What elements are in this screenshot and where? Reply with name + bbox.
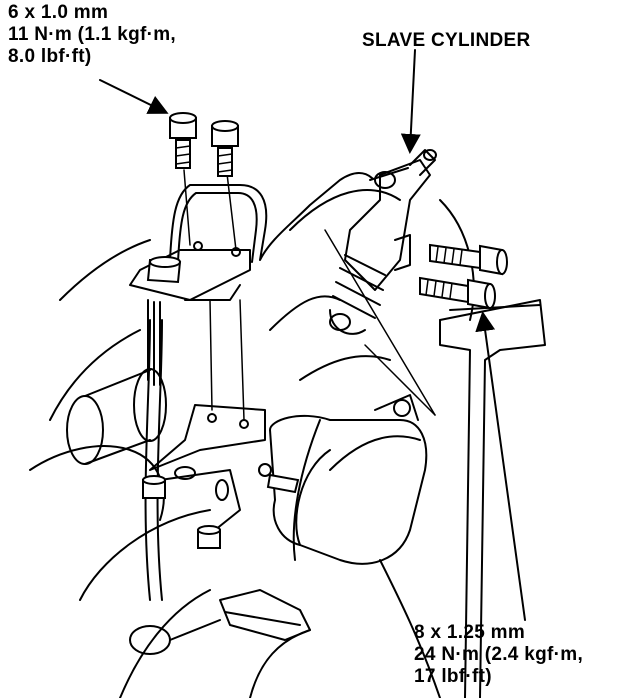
lower-component: [129, 589, 311, 655]
bolt-guide-lines: [183, 164, 245, 421]
drum-housing: [66, 368, 167, 465]
top-bolt-size: 6 x 1.0 mm: [8, 2, 109, 23]
side-bolt-torque-lbf: 17 lbf·ft): [414, 666, 492, 687]
transmission-housing: [29, 189, 475, 698]
top-bolt-spec-label: 6 x 1.0 mm 11 N·m (1.1 kgf·m, 8.0 lbf·ft…: [8, 2, 176, 68]
clutch-hose: [144, 299, 163, 601]
release-fork-housing: [269, 394, 428, 565]
bracket-bolt-bottom: [197, 525, 221, 549]
lower-bracket: [149, 404, 266, 531]
top-bolt-right: [211, 120, 239, 177]
top-bolt-left: [169, 112, 197, 169]
side-bolt-spec-label: 8 x 1.25 mm 24 N·m (2.4 kgf·m, 17 lbf·ft…: [414, 622, 583, 688]
top-bolt-torque-nm: 11 N·m (1.1 kgf·m,: [8, 24, 177, 45]
slave-cylinder: [329, 149, 437, 335]
right-mount: [439, 299, 546, 698]
hose-clip: [258, 463, 300, 494]
top-bolt-torque-lbf: 8.0 lbf·ft): [8, 46, 92, 67]
leader-arrows: [99, 49, 526, 621]
bracket-bolt-left: [142, 475, 166, 499]
side-bolt-size: 8 x 1.25 mm: [414, 622, 526, 643]
clutch-pipe: [169, 172, 373, 263]
alignment-guides: [324, 229, 436, 416]
hose-fitting: [146, 256, 182, 284]
upper-bracket: [129, 241, 251, 301]
side-bolt-upper: [429, 243, 508, 276]
side-bolt-torque-nm: 24 N·m (2.4 kgf·m,: [414, 644, 584, 665]
side-bolt-lower: [419, 276, 496, 310]
slave-cylinder-label: SLAVE CYLINDER: [362, 30, 531, 51]
